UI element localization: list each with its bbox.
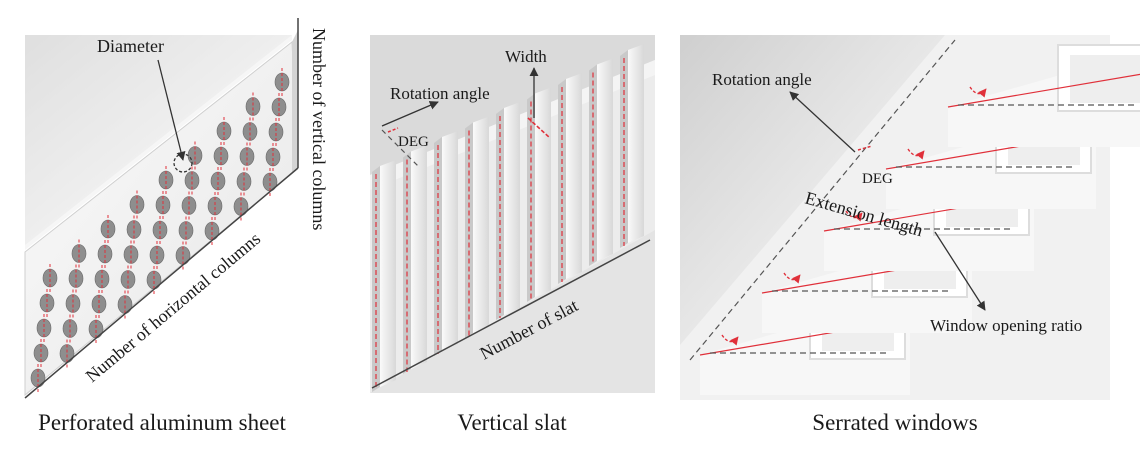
extension-line [947,73,1140,108]
rotation-angle-arrow [789,91,856,153]
slat-face [597,58,613,261]
slat-face [535,87,551,297]
slat-side [434,137,442,356]
slat-side [403,151,411,374]
label-deg: DEG [398,134,429,150]
slat-face [380,160,396,387]
label-deg: DEG [862,171,893,187]
angle-arc [969,86,987,98]
diameter-leader [157,59,186,161]
slat-face [566,73,582,279]
caption-perforated-sheet: Perforated aluminum sheet [38,410,286,435]
slat-side [558,79,566,284]
slat-group [372,44,644,392]
perforation-holes [30,68,290,392]
rotation-angle-arrow [381,101,439,127]
window-opening [1070,55,1140,103]
angle-arc [845,210,863,222]
window-group [689,39,1140,395]
angle-arc [783,272,801,284]
slat-face [504,102,520,315]
label-rotation-angle: Rotation angle [712,70,812,89]
slat-face [411,145,427,369]
label-rotation-angle: Rotation angle [390,84,490,103]
slat-face [628,44,644,243]
panel-perforated-sheet: Diameter Number of vertical columns Numb… [24,18,329,399]
wall-surface [680,35,945,345]
window-opening-ratio-arrow [934,231,986,311]
label-vertical-columns: Number of vertical columns [309,28,329,230]
angle-arc [721,334,739,346]
angle-arc [907,148,925,160]
panel-vertical-slat: Width Rotation angle DEG Number of slat [370,35,655,393]
caption-vertical-slat: Vertical slat [457,410,567,435]
label-window-opening-ratio: Window opening ratio [930,316,1082,335]
label-width: Width [505,47,547,66]
label-diameter: Diameter [97,36,164,56]
wall-surface [25,35,292,245]
slat-face [442,131,458,351]
caption-serrated-windows: Serrated windows [812,410,978,435]
slat-face [473,116,489,333]
panel-serrated-windows: Rotation angle DEG Extension length Wind… [680,35,1140,400]
